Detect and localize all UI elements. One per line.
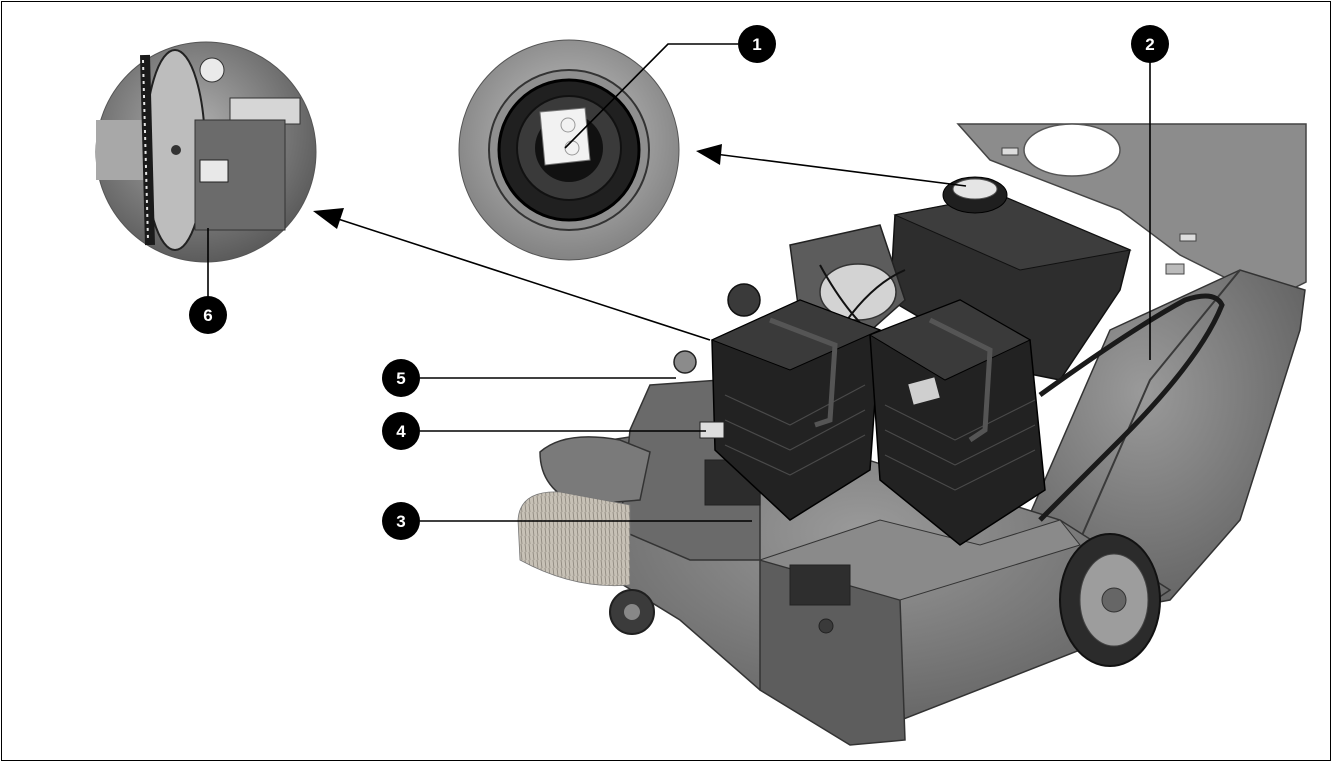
filter-knob (673, 350, 697, 374)
callout-4: 4 (382, 412, 420, 450)
side-brush-cover (539, 436, 651, 506)
adjust-screw (199, 57, 225, 83)
chassis-bolt (818, 618, 834, 634)
callout-5: 5 (382, 359, 420, 397)
housing-edge (1079, 269, 1241, 541)
arrow-head-cap (696, 144, 722, 165)
inset-tank-cap (458, 39, 680, 261)
drive-belt (140, 54, 155, 246)
battery-rear-knob (727, 283, 761, 317)
svg-text:5: 5 (396, 369, 405, 388)
lid-hinge-1 (1001, 147, 1019, 156)
lid-opening (1023, 123, 1121, 177)
battery-left (710, 299, 882, 521)
chassis-slot (789, 564, 851, 606)
callout-6: 6 (189, 296, 227, 334)
battery-right (868, 299, 1046, 546)
pulley-hub (171, 145, 181, 155)
svg-text:1: 1 (752, 35, 761, 54)
label-plate-4 (699, 421, 725, 439)
callout-1: 1 (738, 25, 776, 63)
arrow-line-cap (714, 153, 967, 187)
leader-1 (564, 43, 738, 149)
lid-hinge-2 (1179, 233, 1197, 242)
sweeper-machine (517, 123, 1307, 746)
motor-block (194, 119, 286, 231)
callout-3: 3 (382, 502, 420, 540)
inset-belt-detail (95, 41, 317, 263)
svg-text:6: 6 (203, 306, 212, 325)
tank-cap-top (952, 178, 998, 200)
front-wheel-hub (624, 604, 640, 620)
arrow-line-belt (334, 217, 711, 341)
callout-2: 2 (1131, 25, 1169, 63)
rear-wheel-hub (1101, 587, 1127, 613)
leader-lines (207, 43, 1151, 522)
svg-text:4: 4 (396, 422, 406, 441)
side-brush-bristles (517, 491, 631, 587)
oil-label (199, 159, 229, 183)
hose (1038, 293, 1225, 522)
cap-label (539, 107, 591, 166)
svg-text:2: 2 (1145, 35, 1154, 54)
lid-hinge-3 (1165, 263, 1185, 275)
svg-text:3: 3 (396, 512, 405, 531)
arrow-head-belt (313, 208, 344, 229)
